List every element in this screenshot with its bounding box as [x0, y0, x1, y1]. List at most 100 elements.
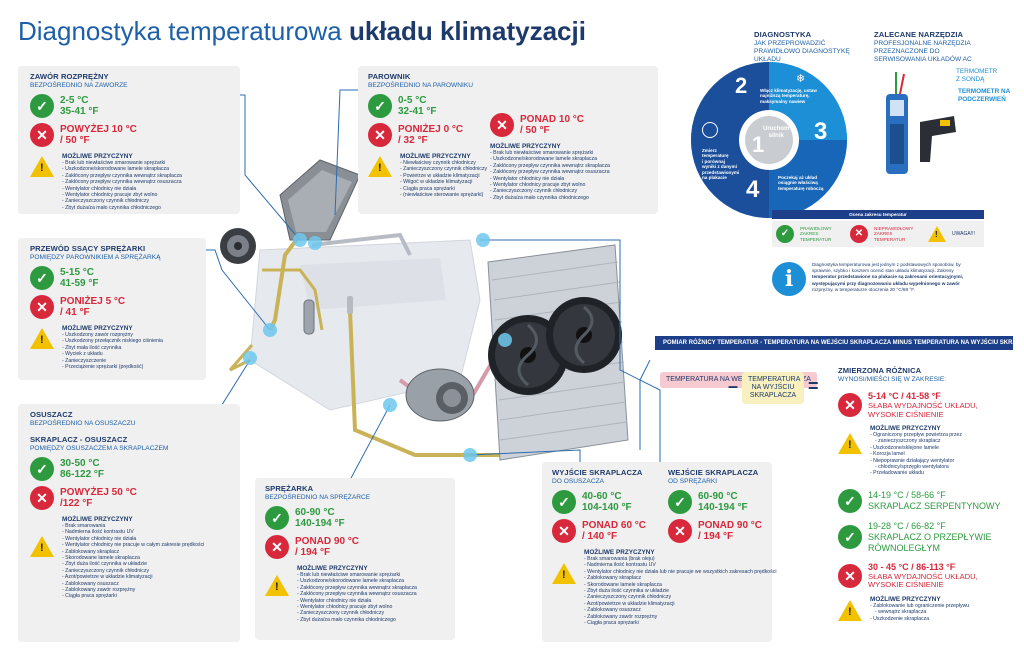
compressor-panel: SPRĘŻARKA BEZPOŚREDNIO NA SPRĘŻARCE ✓ 60…	[255, 478, 455, 640]
snowflake-icon: ❄	[796, 73, 806, 85]
bad-temp-c: POWYŻEJ 50 °C	[60, 487, 137, 498]
info-icon: i	[772, 262, 806, 296]
panel-subheading: BEZPOŚREDNIO NA PAROWNIKU	[368, 82, 474, 89]
receiver-drier-panel: OSUSZACZ BEZPOŚREDNIO NA OSUSZACZU SKRAP…	[18, 404, 240, 642]
bad-temp-f: / 41 °F	[60, 307, 90, 318]
warning-icon: !	[265, 575, 289, 596]
panel-subheading: BEZPOŚREDNIO NA OSUSZACZU	[30, 420, 136, 427]
panel-subheading: BEZPOŚREDNIO NA SPRĘŻARCE	[265, 494, 371, 501]
equals-sign: =	[808, 376, 819, 396]
range-2-value: 14-19 °C / 58-66 °F	[868, 489, 946, 500]
measurement-bar: POMIAR RÓŻNICY TEMPERATUR - TEMPERATURA …	[655, 336, 1024, 350]
ok-temp-f: 86-122 °F	[60, 469, 105, 480]
panel-heading-2: SKRAPLACZ - OSUSZACZ	[30, 435, 128, 444]
evaporator-panel: PAROWNIK BEZPOŚREDNIO NA PAROWNIKU ✓ 0-5…	[358, 66, 658, 214]
bad-temp-f: / 194 °F	[697, 531, 734, 542]
warning-icon: !	[30, 156, 54, 177]
panel-heading: WYJŚCIE SKRAPLACZA	[552, 468, 643, 477]
panel-heading: PAROWNIK	[368, 72, 411, 81]
panel-subheading-2: POMIĘDZY OSUSZACZEM A SKRAPLACZEM	[30, 445, 169, 452]
cross-icon: ✕	[850, 225, 868, 243]
cross-icon: ✕	[30, 486, 54, 510]
step-2-number: 2	[735, 73, 748, 98]
warning-icon: !	[838, 433, 862, 454]
outlet-temperature-label: TEMPERATURA NA WYJŚCIU SKRAPLACZA	[742, 372, 804, 404]
causes-list-low: Niewłaściwy czynnik chłodniczyZanieczysz…	[400, 160, 487, 198]
cross-icon: ✕	[667, 519, 692, 543]
panel-subheading: BEZPOŚREDNIO NA ZAWORZE	[30, 82, 128, 89]
expansion-valve-panel: ZAWÓR ROZPRĘŻNY BEZPOŚREDNIO NA ZAWORZE …	[18, 66, 240, 214]
recommended-tools: ZALECANE NARZĘDZIA PROFESJONALNE NARZĘDZ…	[874, 30, 972, 63]
bad-temp-c: PONAD 60 °C	[582, 520, 647, 531]
panel-heading: DIAGNOSTYKA	[754, 30, 812, 39]
panel-heading: ZMIERZONA RÓŻNICA	[838, 366, 922, 375]
info-text: Diagnostyka temperaturowa jest jednym z …	[812, 262, 964, 292]
high-temp-c: PONAD 10 °C	[520, 114, 585, 125]
bad-temp-c: PONAD 90 °C	[697, 520, 762, 531]
cross-icon: ✕	[30, 123, 54, 147]
cross-icon: ✕	[490, 113, 514, 137]
condenser-inlet: WEJŚCIE SKRAPLACZA OD SPRĘŻARKI ✓ 60-90 …	[667, 468, 762, 543]
causes-list: Brak lub niewłaściwe smarowanie sprężark…	[62, 160, 182, 211]
ok-temp-f: 41-59 °F	[60, 278, 99, 289]
ok-temp-f: 32-41 °F	[398, 106, 437, 117]
panel-subheading: WYNOSI/MIEŚCI SIĘ W ZAKRESIE:	[838, 376, 947, 383]
check-icon: ✓	[838, 525, 862, 550]
check-icon: ✓	[265, 506, 289, 530]
panel-heading: PRZEWÓD SSĄCY SPRĘŻARKI	[30, 244, 146, 253]
panel-heading: SPRĘŻARKA	[265, 484, 314, 493]
ok-temp-c: 40-60 °C	[582, 491, 622, 502]
cross-icon: ✕	[838, 563, 862, 588]
legend: ✓ PRAWIDŁOWY ZAKRES TEMPERATUR ✕ NIEPRAW…	[772, 221, 984, 247]
panel-subheading: POMIĘDZY PAROWNIKIEM A SPRĘŻARKĄ	[30, 254, 161, 261]
step-4-number: 4	[746, 176, 760, 203]
range-1-value: 5-14 °C / 41-58 °F	[868, 391, 941, 401]
check-icon: ✓	[30, 94, 54, 118]
ok-temp-f: 140-194 °F	[697, 502, 748, 513]
warning-icon: !	[552, 563, 576, 584]
causes-title: MOŻLIWE PRZYCZYNY	[62, 153, 133, 160]
panel-heading: WEJŚCIE SKRAPLACZA	[667, 468, 759, 477]
check-icon: ✓	[838, 488, 862, 513]
ok-temp-c: 30-50 °C	[60, 458, 100, 469]
ok-temp-c: 2-5 °C	[60, 95, 89, 106]
causes-list-high: Brak lub niewłaściwe smarowanie sprężark…	[490, 150, 610, 201]
condenser-panel: WYJŚCIE SKRAPLACZA DO OSUSZACZA ✓ 40-60 …	[542, 462, 777, 642]
ok-temp-f: 140-194 °F	[295, 518, 345, 529]
panel-heading: ZAWÓR ROZPRĘŻNY	[30, 72, 109, 81]
measured-difference-panel: ZMIERZONA RÓŻNICA WYNOSI/MIEŚCI SIĘ W ZA…	[838, 366, 1018, 622]
cross-icon: ✕	[30, 295, 54, 319]
low-temp-c: PONIŻEJ 0 °C	[398, 124, 464, 135]
range-3-value: 19-28 °C / 66-82 °F	[868, 520, 946, 531]
causes-list: Brak smarowania (brak oleju)Nadmierna il…	[584, 556, 777, 626]
bad-temp-f: / 140 °F	[582, 531, 618, 542]
check-icon: ✓	[776, 225, 794, 243]
diagnostic-steps-wheel	[691, 62, 847, 218]
ok-temp-c: 60-90 °C	[697, 491, 738, 502]
bad-temp-f: / 194 °F	[295, 547, 331, 558]
range-4-value: 30 - 45 °C / 86-113 °F	[868, 561, 956, 572]
warning-icon: !	[30, 536, 54, 557]
bad-temp-f: /122 °F	[60, 498, 93, 509]
causes-list: Zablokowanie lub ograniczenie przepływuw…	[870, 603, 969, 622]
step-1-number: 1	[752, 132, 765, 157]
warning-icon: !	[838, 599, 862, 621]
minus-sign: –	[728, 376, 739, 396]
high-temp-f: / 50 °F	[520, 125, 550, 136]
bad-temp-f: / 50 °F	[60, 135, 90, 146]
ok-temp-c: 5-15 °C	[60, 267, 95, 278]
ok-temp-c: 60-90 °C	[295, 507, 335, 518]
thermometer-tools-image	[886, 72, 956, 174]
panel-subheading: OD SPRĘŻARKI	[667, 478, 718, 485]
cross-icon: ✕	[552, 519, 576, 543]
check-icon: ✓	[552, 490, 576, 514]
suction-line-panel: PRZEWÓD SSĄCY SPRĘŻARKI POMIĘDZY PAROWNI…	[18, 238, 206, 380]
diagnostics-intro: DIAGNOSTYKA JAK PRZEPROWADZIĆ PRAWIDŁOWO…	[754, 30, 850, 63]
check-icon: ✓	[30, 457, 54, 481]
causes-list: Uszkodzony zawór rozprężnyUszkodzony prz…	[62, 332, 163, 370]
bad-temp-c: POWYŻEJ 10 °C	[60, 124, 137, 135]
